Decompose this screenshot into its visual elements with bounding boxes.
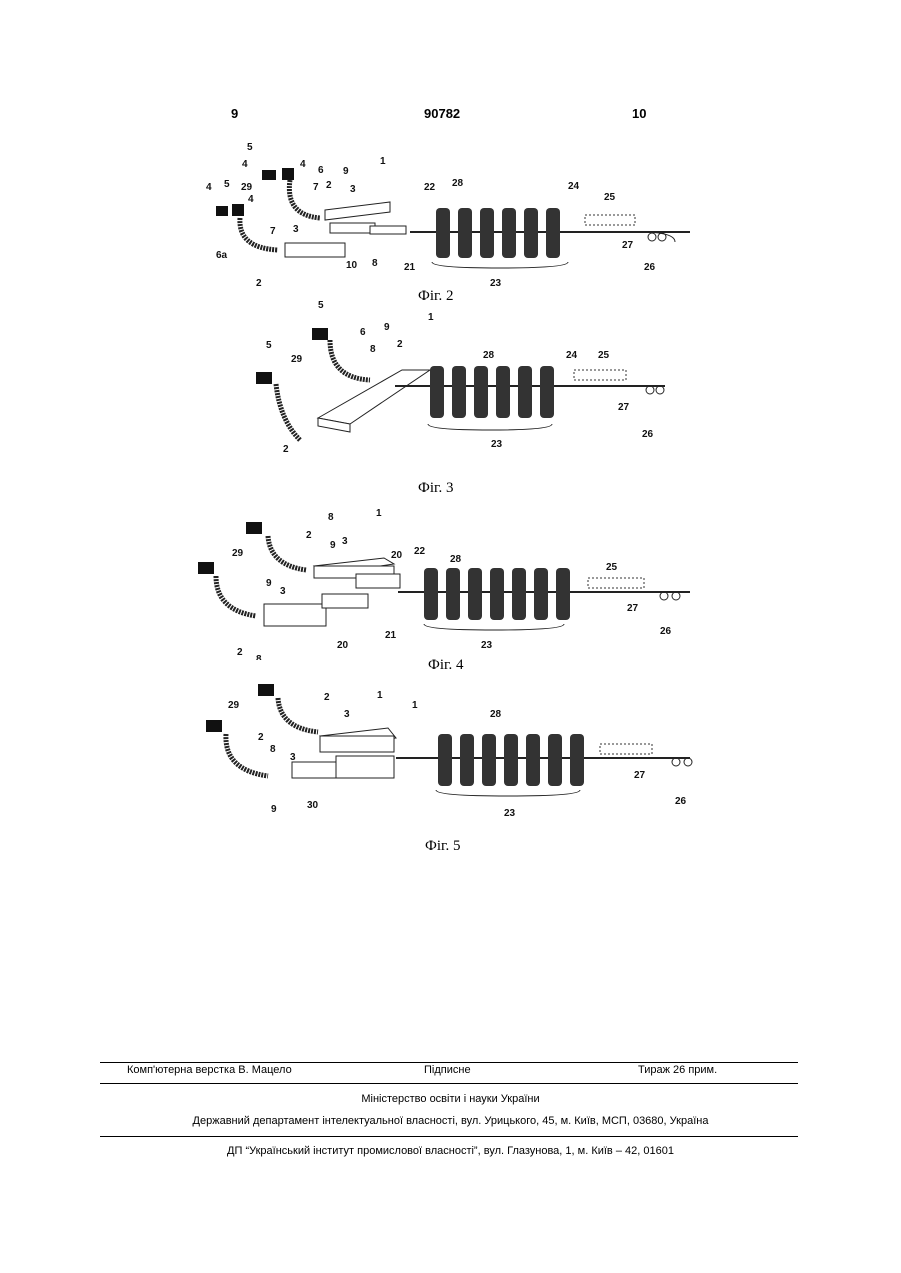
callout-label: 8 [256,654,262,660]
callout-label: 5 [224,179,230,190]
figure-2-drawing: 5 446 9129 723 456 476а 321 10822 282425… [0,140,901,290]
callout-label: 28 [490,709,502,720]
figure-5: 2129 3128 283 93023 2726 [0,680,901,830]
footer-subscription: Підписне [424,1064,471,1076]
figure-5-drawing: 2129 3128 283 93023 2726 [0,680,901,830]
callout-label: 2 [326,180,332,191]
footer-rule-middle [100,1083,798,1084]
callout-label: 2 [283,444,289,455]
callout-label: 8 [372,258,378,269]
callout-label: 8 [328,512,334,523]
fig2-label-5a: 5 [247,142,253,153]
callout-label: 7 [313,182,319,193]
callout-label: 27 [627,603,639,614]
callout-label: 1 [376,508,382,519]
callout-label: 2 [324,692,330,703]
callout-label: 6 [237,206,243,217]
figure-4: 812 9329 202228 2593 27262 8120 2123 [0,500,901,660]
callout-label: 5 [266,340,272,351]
callout-label: 9 [330,540,336,551]
callout-label: 29 [228,700,240,711]
callout-label: 8 [370,344,376,355]
callout-label: 2 [256,278,262,289]
figure-3-caption: Фіг. 3 [418,480,453,497]
page-number-right: 10 [632,106,646,121]
page-number-left: 9 [231,106,238,121]
callout-label: 23 [491,439,503,450]
callout-label: 23 [504,808,516,819]
callout-label: 25 [598,350,610,361]
callout-label: 20 [391,550,403,561]
callout-label: 28 [452,178,464,189]
callout-label: 6а [216,250,228,261]
callout-label: 2 [258,732,264,743]
callout-label: 28 [450,554,462,565]
callout-label: 21 [385,630,397,641]
callout-label: 6 [360,327,366,338]
callout-label: 7 [270,226,276,237]
footer-circulation: Тираж 26 прим. [638,1064,717,1076]
callout-label: 27 [622,240,634,251]
callout-label: 22 [414,546,426,557]
callout-label: 3 [293,224,299,235]
callout-label: 27 [634,770,646,781]
figure-3-drawing: 5 6 1 98 2 5 29 28 24 25 27 26 2 23 [0,300,901,470]
figure-4-caption: Фіг. 4 [428,657,463,674]
callout-label: 29 [232,548,244,559]
callout-label: 1 [377,690,383,701]
callout-label: 4 [242,159,248,170]
footer-rule-top [100,1062,798,1063]
callout-label: 10 [346,260,358,271]
patent-number: 90782 [424,106,460,121]
callout-label: 27 [618,402,630,413]
callout-label: 26 [642,429,654,440]
callout-label: 6 [318,165,324,176]
callout-label: 1 [380,156,386,167]
callout-label: 2 [237,647,243,658]
footer-ministry: Міністерство освіти і науки України [0,1093,901,1105]
callout-label: 4 [206,182,212,193]
callout-label: 9 [384,322,390,333]
callout-label: 21 [404,262,416,273]
callout-label: 20 [337,640,349,651]
callout-label: 1 [412,700,418,711]
callout-label: 9 [271,804,277,815]
callout-label: 2 [397,339,403,350]
callout-label: 4 [300,159,306,170]
footer-rule-bottom [100,1136,798,1137]
callout-label: 22 [424,182,436,193]
callout-label: 3 [350,184,356,195]
callout-label: 29 [291,354,303,365]
callout-label: 25 [606,562,618,573]
callout-label: 29 [241,182,253,193]
footer-composer: Комп'ютерна верстка В. Мацело [127,1064,292,1076]
callout-label: 3 [280,586,286,597]
callout-label: 24 [566,350,578,361]
callout-label: 9 [343,166,349,177]
callout-label: 30 [307,800,319,811]
callout-label: 4 [248,194,254,205]
callout-label: 9 [266,578,272,589]
callout-label: 26 [675,796,687,807]
callout-label: 3 [344,709,350,720]
callout-label: 28 [483,350,495,361]
callout-label: 1 [428,312,434,323]
callout-label: 3 [342,536,348,547]
callout-label: 8 [270,744,276,755]
footer-department: Державний департамент інтелектуальної вл… [0,1115,901,1127]
callout-label: 24 [568,181,580,192]
callout-label: 23 [481,640,493,651]
callout-label: 25 [604,192,616,203]
figure-4-drawing: 812 9329 202228 2593 27262 8120 2123 [0,500,901,660]
callout-label: 26 [644,262,656,273]
figure-2: 5 446 9129 723 456 476а 321 10822 282425… [0,140,901,290]
callout-label: 2 [306,530,312,541]
callout-label: 5 [318,300,324,311]
figure-5-caption: Фіг. 5 [425,838,460,855]
footer-institute: ДП “Український інститут промислової вла… [0,1145,901,1157]
callout-label: 23 [490,278,502,289]
figure-3: 5 6 1 98 2 5 29 28 24 25 27 26 2 23 [0,300,901,470]
callout-label: 26 [660,626,672,637]
callout-label: 3 [290,752,296,763]
